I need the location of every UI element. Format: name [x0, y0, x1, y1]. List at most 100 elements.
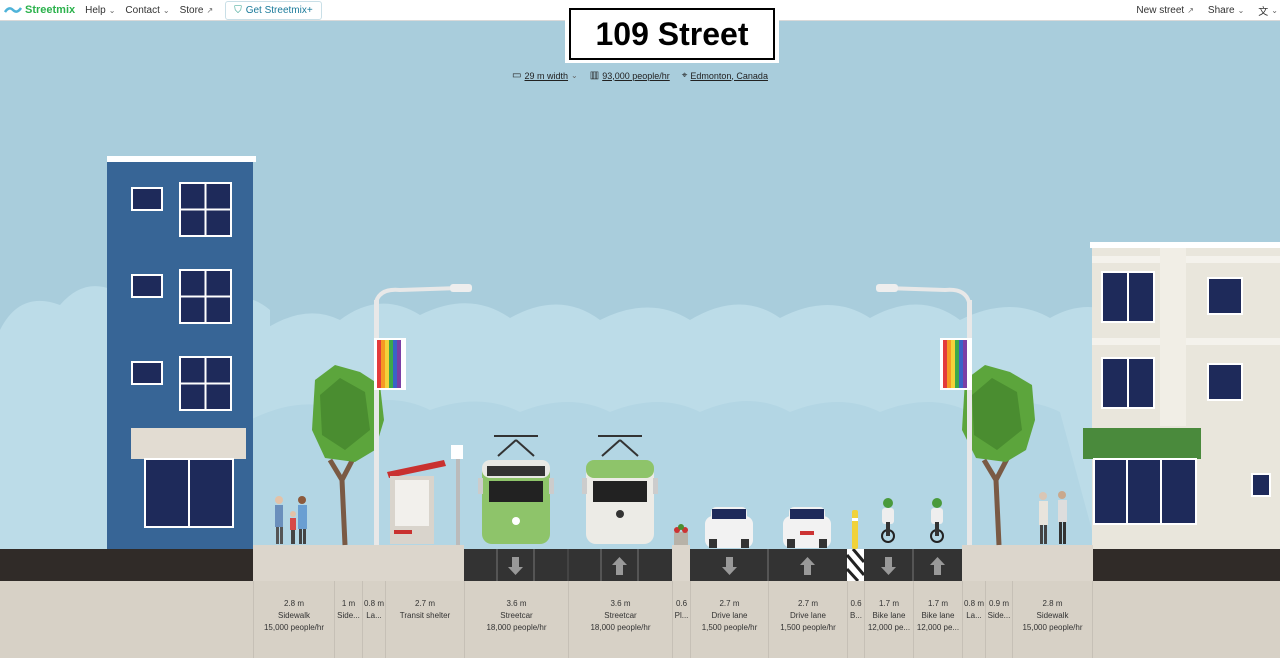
- car-southbound: [705, 507, 753, 548]
- segment-name: Pl...: [674, 611, 689, 620]
- curb-left: [0, 549, 253, 581]
- contact-menu[interactable]: Contact⌄: [125, 5, 169, 16]
- direction-arrows: [508, 557, 945, 575]
- share-menu[interactable]: Share⌄: [1208, 5, 1244, 16]
- segment-name: B...: [849, 611, 862, 620]
- segment-capacity: 1,500 people/hr: [780, 623, 836, 632]
- street-capacity[interactable]: ▥93,000 people/hr: [590, 70, 670, 81]
- segment-width: 0.6: [850, 599, 862, 608]
- pedestrians-left: [275, 496, 307, 544]
- segment-name: Transit shelter: [399, 611, 451, 620]
- streetlight-right: [876, 284, 972, 545]
- segment-name: Sidewalk: [277, 611, 310, 620]
- segment-capacity: 15,000 people/hr: [263, 623, 325, 632]
- segment-lamp-left[interactable]: 0.8 m La...: [362, 581, 385, 658]
- segment-sidewalk-tree[interactable]: 1 m Side...: [334, 581, 362, 658]
- segment-width: 0.9 m: [988, 599, 1009, 608]
- help-menu[interactable]: Help⌄: [85, 5, 115, 16]
- segment-width: 3.6 m: [610, 599, 631, 608]
- segment-capacity: 15,000 people/hr: [1022, 623, 1083, 632]
- segment-sidewalk-tree-right[interactable]: 0.9 m Side...: [985, 581, 1012, 658]
- street-width-label: 29 m width: [524, 70, 569, 81]
- segment-width: 1 m: [341, 599, 356, 608]
- segment-capacity: 12,000 pe...: [867, 623, 911, 632]
- planter: [674, 524, 688, 545]
- street-location[interactable]: ⌖Edmonton, Canada: [682, 70, 768, 81]
- get-streetmix-plus-button[interactable]: ⛉Get Streetmix+: [225, 0, 322, 20]
- buildings-icon: ▥: [589, 70, 600, 81]
- tree-right: [962, 365, 1035, 546]
- segment-name: Sidewalk: [1036, 611, 1069, 620]
- segment-name: Side...: [337, 611, 360, 620]
- translate-icon: 文: [1258, 7, 1269, 18]
- sidewalk-right-surface: [962, 545, 1093, 581]
- segment-sidewalk-right[interactable]: 2.8 m Sidewalk 15,000 people/hr: [1012, 581, 1093, 658]
- chevron-down-icon: ⌄: [571, 71, 578, 80]
- segment-name: La...: [366, 611, 382, 620]
- segment-width: 2.7 m: [414, 599, 435, 608]
- streetcar-southbound: [478, 435, 554, 544]
- segment-width: 2.7 m: [797, 599, 818, 608]
- street-capacity-label: 93,000 people/hr: [602, 70, 670, 81]
- segment-width: 2.8 m: [1042, 599, 1063, 608]
- segment-width: 3.6 m: [506, 599, 527, 608]
- new-street-label: New street: [1136, 5, 1185, 16]
- pedestrians-right: [1039, 491, 1067, 544]
- ruler-icon: ▭: [512, 70, 522, 81]
- buffer-stripes: [845, 548, 866, 582]
- segment-labels: 2.8 m Sidewalk 15,000 people/hr 1 m Side...…: [0, 581, 1280, 658]
- segment-drive-lane-2[interactable]: 2.7 m Drive lane 1,500 people/hr: [768, 581, 847, 658]
- transit-shelter: [387, 445, 463, 545]
- segment-name: Streetcar: [500, 611, 533, 620]
- segment-width: 1.7 m: [878, 599, 899, 608]
- store-label: Store: [179, 4, 204, 16]
- streetmix-logo[interactable]: Streetmix: [4, 4, 75, 16]
- chevron-down-icon: ⌄: [108, 5, 116, 15]
- shield-icon: ⛉: [234, 4, 242, 16]
- street-section-canvas[interactable]: [0, 22, 1280, 582]
- street-width-control[interactable]: ▭29 m width⌄: [512, 70, 578, 81]
- segment-name: Drive lane: [789, 611, 826, 620]
- curb-right: [1093, 549, 1280, 581]
- segment-name: Side...: [987, 611, 1011, 620]
- flexible-post: [852, 510, 858, 549]
- new-street-link[interactable]: New street↗: [1136, 5, 1194, 16]
- cyclist-northbound: [930, 498, 944, 543]
- streetmix-wave-icon: [4, 7, 22, 13]
- contact-label: Contact: [125, 4, 160, 16]
- segment-width: 0.8 m: [363, 599, 384, 608]
- segment-streetcar-2[interactable]: 3.6 m Streetcar 18,000 people/hr: [568, 581, 672, 658]
- brand-name: Streetmix: [25, 4, 76, 16]
- store-link[interactable]: Store↗: [180, 5, 214, 16]
- help-label: Help: [85, 4, 106, 16]
- segment-capacity: 18,000 people/hr: [590, 623, 651, 632]
- segment-capacity: 1,500 people/hr: [701, 623, 758, 632]
- get-plus-label: Get Streetmix+: [245, 4, 313, 16]
- segment-transit-shelter[interactable]: 2.7 m Transit shelter: [385, 581, 464, 658]
- segment-width: 2.8 m: [283, 599, 304, 608]
- segment-sidewalk-left[interactable]: 2.8 m Sidewalk 15,000 people/hr: [253, 581, 334, 658]
- street-name-plate[interactable]: 109 Street: [565, 5, 779, 63]
- planter-surface: [672, 545, 690, 581]
- external-link-icon: ↗: [206, 5, 214, 15]
- sidewalk-left-surface: [253, 545, 464, 581]
- segment-width: 1.7 m: [927, 599, 948, 608]
- segment-name: Streetcar: [604, 611, 637, 620]
- segment-name: La...: [966, 611, 982, 620]
- segment-bike-lane-2[interactable]: 1.7 m Bike lane 12,000 pe...: [913, 581, 962, 658]
- chevron-down-icon: ⌄: [162, 5, 170, 15]
- segment-capacity: 12,000 pe...: [916, 623, 960, 632]
- segment-name: Bike lane: [921, 611, 955, 620]
- language-menu[interactable]: 文⌄: [1258, 3, 1278, 18]
- tree-left: [312, 365, 384, 546]
- chevron-down-icon: ⌄: [1237, 6, 1245, 15]
- streetcar-northbound: [582, 435, 658, 544]
- segment-name: Drive lane: [711, 611, 748, 620]
- streetlight-left: [374, 284, 472, 545]
